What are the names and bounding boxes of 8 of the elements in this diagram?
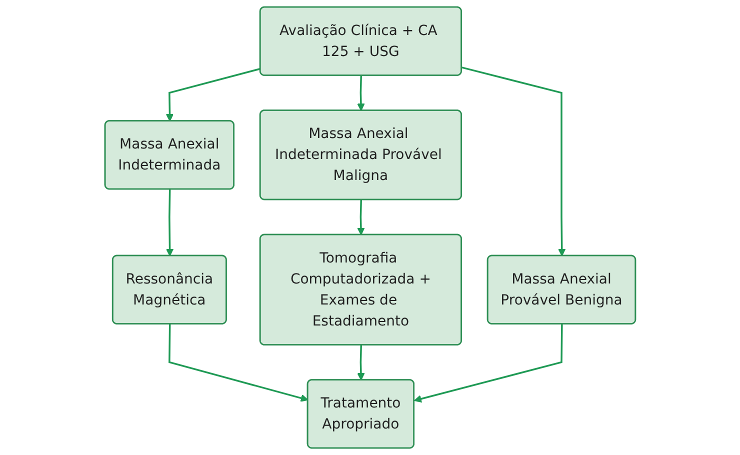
arrow [414,324,563,403]
arrow [356,345,365,381]
arrow [166,189,174,256]
arrow [356,200,365,236]
arrow [168,324,308,402]
arrow [356,76,365,112]
arrow [461,66,566,256]
arrow [166,68,260,122]
